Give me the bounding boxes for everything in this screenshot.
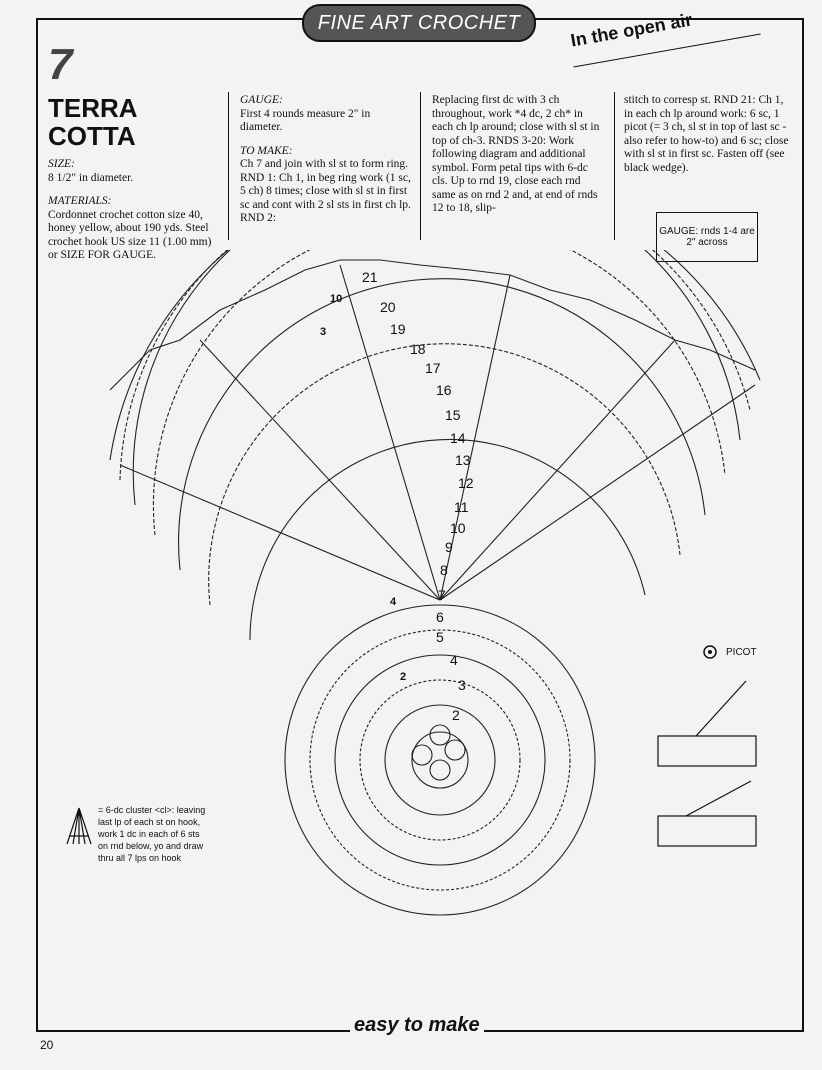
diagram-center-ring: [411, 731, 469, 789]
round-label: 20: [380, 299, 396, 315]
diagram-ring: [384, 704, 496, 816]
to-make-text-3: stitch to corresp st. RND 21: Ch 1, in e…: [624, 94, 789, 174]
diagram-outer-circle: [284, 604, 596, 916]
stitch-row-illustration: [657, 815, 757, 847]
round-label: 15: [445, 407, 461, 423]
round-label: 7: [438, 587, 446, 603]
easy-to-make-badge: easy to make: [350, 1014, 484, 1037]
cluster-legend: = 6-dc cluster <cl>: leaving last lp of …: [98, 805, 206, 863]
column-divider: [614, 92, 615, 240]
round-label: 19: [390, 321, 406, 337]
fan-spoke: [439, 339, 676, 601]
fan-arc: [249, 438, 646, 641]
picot-label: PICOT: [726, 646, 757, 658]
cluster-symbol-icon: [66, 807, 92, 845]
pattern-title-line1: TERRA: [48, 93, 138, 123]
diagram-ring: [309, 629, 571, 891]
round-label: 8: [440, 562, 448, 578]
picot-legend: PICOT: [702, 644, 757, 660]
gauge-box-text: GAUGE: rnds 1-4 are 2" across: [659, 226, 755, 248]
round-label: 9: [445, 539, 453, 555]
gauge-text: First 4 rounds measure 2" in diameter.: [240, 107, 371, 134]
stitch-row-illustration: [657, 735, 757, 767]
pattern-number: 7: [48, 40, 73, 89]
round-label: 5: [436, 629, 444, 645]
hook-illustration: [685, 780, 752, 817]
column-divider: [420, 92, 421, 240]
fan-spoke: [439, 274, 511, 601]
flower-petal: [411, 744, 433, 766]
gauge-label: GAUGE:: [240, 94, 283, 106]
picot-how-to-illustration: [657, 680, 757, 847]
fan-arc: [178, 278, 706, 571]
round-label: 14: [450, 430, 466, 446]
round-label: 3: [458, 677, 466, 693]
frame-top-right: [534, 18, 802, 20]
materials-label: MATERIALS:: [48, 195, 112, 207]
instructions-column-3: stitch to corresp st. RND 21: Ch 1, in e…: [624, 94, 792, 175]
flower-petal: [444, 739, 466, 761]
crochet-diagram: 2 3 4 5 6 7 8 9 10 11 12 13 14 15 16 17 …: [109, 250, 761, 916]
round-label: 6: [436, 609, 444, 625]
round-label: 17: [425, 360, 441, 376]
picot-icon: [703, 645, 717, 659]
to-make-label: TO MAKE:: [240, 144, 293, 157]
page-number: 20: [40, 1038, 54, 1052]
to-make-text-2: Replacing first dc with 3 ch throughout,…: [432, 94, 600, 214]
materials-text: Cordonnet crochet cotton size 40, honey …: [48, 208, 212, 262]
fan-spoke: [439, 384, 756, 601]
flower-petal: [429, 759, 451, 781]
to-make-text-1: Ch 7 and join with sl st to form ring. R…: [240, 158, 411, 224]
flower-petal: [429, 724, 451, 746]
pattern-title-line2: COTTA: [48, 121, 136, 151]
size-materials-column: SIZE: 8 1/2" in diameter. MATERIALS: Cor…: [48, 158, 220, 263]
fan-spoke: [119, 464, 441, 601]
section-label: 10: [330, 293, 342, 305]
round-label: 13: [455, 452, 471, 468]
round-label: 2: [452, 707, 460, 723]
round-label: 16: [436, 382, 452, 398]
diagram-ring: [359, 679, 521, 841]
diagram-ring: [334, 654, 546, 866]
round-label: 18: [410, 341, 426, 357]
section-label: 2: [400, 671, 406, 683]
round-label: 12: [458, 475, 474, 491]
size-label: SIZE:: [48, 158, 75, 170]
fan-arc: [109, 250, 761, 461]
round-label: 10: [450, 520, 466, 536]
hook-illustration: [695, 680, 747, 737]
gauge-box: GAUGE: rnds 1-4 are 2" across: [656, 212, 758, 262]
section-label: 4: [390, 596, 397, 608]
fan-arc: [132, 250, 741, 506]
picot-edge: [109, 259, 756, 391]
gauge-tomake-column: GAUGE: First 4 rounds measure 2" in diam…: [240, 94, 414, 226]
round-label: 21: [362, 269, 378, 285]
frame-top-left: [36, 18, 304, 20]
round-label: 11: [454, 499, 469, 515]
fan-arc: [152, 250, 726, 536]
pattern-title: TERRA COTTA: [48, 94, 168, 150]
column-divider: [228, 92, 229, 240]
magazine-banner: FINE ART CROCHET: [302, 4, 536, 42]
size-text: 8 1/2" in diameter.: [48, 171, 134, 184]
round-label: 4: [450, 652, 458, 668]
fan-spoke: [339, 264, 441, 601]
fan-spoke: [199, 339, 441, 601]
instructions-column-2: Replacing first dc with 3 ch throughout,…: [432, 94, 606, 216]
fan-arc: [208, 343, 681, 606]
section-label: 3: [320, 326, 326, 338]
